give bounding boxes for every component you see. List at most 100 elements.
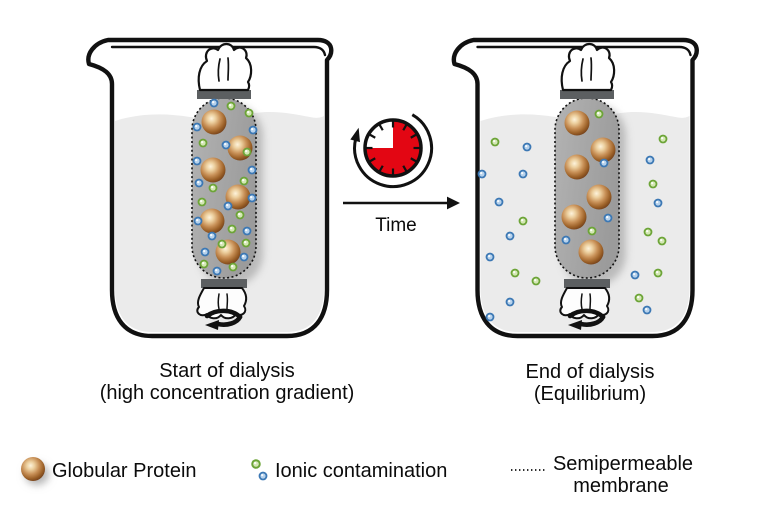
ion-green: [226, 101, 236, 111]
protein-sphere: [225, 184, 251, 210]
protein-sphere: [578, 239, 604, 265]
ion-green: [198, 138, 208, 148]
time-label: Time: [375, 215, 417, 236]
ion-blue: [192, 156, 202, 166]
timer-tick: [369, 157, 376, 163]
ion-green: [531, 276, 541, 286]
ion-blue: [192, 122, 202, 132]
ion-green: [208, 183, 218, 193]
timer-tick: [369, 133, 376, 139]
ion-blue: [247, 165, 257, 175]
ion-blue: [247, 193, 257, 203]
time-arrowhead: [447, 196, 460, 210]
protein-sphere: [590, 137, 616, 163]
left-caption-line1: Start of dialysis: [159, 360, 295, 382]
timer-tick: [402, 165, 408, 172]
ion-green: [228, 262, 238, 272]
timer-tick: [410, 133, 417, 139]
ion-blue: [212, 266, 222, 276]
ion-green: [227, 224, 237, 234]
timer-tick: [378, 124, 384, 131]
ion-green: [490, 137, 500, 147]
ion-green: [242, 147, 252, 157]
ion-green: [658, 134, 668, 144]
protein-sphere: [561, 204, 587, 230]
timer-tick: [378, 165, 384, 172]
protein-sphere: [586, 184, 612, 210]
ion-blue: [518, 169, 528, 179]
left-caption-line2: (high concentration gradient): [100, 382, 355, 404]
ion-green: [217, 239, 227, 249]
protein-sphere: [201, 109, 227, 135]
ion-green: [518, 216, 528, 226]
timer-elapsed-sector: [365, 120, 421, 176]
ion-blue: [221, 140, 231, 150]
ion-green: [235, 210, 245, 220]
protein-sphere: [564, 110, 590, 136]
ion-green: [643, 227, 653, 237]
ion-blue: [642, 305, 652, 315]
protein-sphere: [200, 157, 226, 183]
ion-green: [648, 179, 658, 189]
ion-green: [241, 238, 251, 248]
ion-blue: [239, 252, 249, 262]
ion-blue: [494, 197, 504, 207]
protein-sphere: [199, 208, 225, 234]
ion-green: [657, 236, 667, 246]
right-water-ion-layer: [477, 134, 668, 322]
ion-blue: [194, 178, 204, 188]
ion-blue: [561, 235, 571, 245]
legend-ion-green-icon: [251, 459, 261, 469]
ion-blue: [242, 226, 252, 236]
legend-protein-label: Globular Protein: [52, 460, 197, 482]
ion-green: [199, 259, 209, 269]
timer-tick: [410, 157, 417, 163]
legend-membrane-label-line1: Semipermeable: [553, 453, 693, 475]
timer-ticks: [366, 121, 420, 175]
timer-rim: [363, 118, 423, 178]
right-bag-ion-layer: [561, 109, 613, 245]
right-protein-layer: [561, 110, 616, 265]
right-caption-line1: End of dialysis: [526, 361, 655, 383]
ion-blue: [630, 270, 640, 280]
ion-blue: [248, 125, 258, 135]
legend-ion-label: Ionic contamination: [275, 460, 447, 482]
ion-blue: [223, 201, 233, 211]
ion-green: [594, 109, 604, 119]
ion-blue: [209, 98, 219, 108]
timer-rotation-arc: [353, 113, 434, 189]
ion-blue: [477, 169, 487, 179]
ion-blue: [207, 231, 217, 241]
ion-green: [510, 268, 520, 278]
ion-blue: [603, 213, 613, 223]
ion-green: [634, 293, 644, 303]
ion-green: [244, 108, 254, 118]
ion-green: [197, 197, 207, 207]
ion-blue: [522, 142, 532, 152]
time-arrow: [343, 196, 460, 210]
ion-green: [587, 226, 597, 236]
ion-blue: [200, 247, 210, 257]
ion-green: [251, 459, 261, 469]
ion-blue: [485, 312, 495, 322]
legend-ion-blue-icon: [258, 471, 268, 481]
ion-blue: [193, 216, 203, 226]
right-caption-line2: (Equilibrium): [534, 383, 646, 405]
legend: Globular Protein Ionic contamination Sem…: [21, 453, 693, 497]
left-bag-ion-layer: [192, 98, 258, 276]
ion-blue: [485, 252, 495, 262]
ion-green: [653, 268, 663, 278]
ion-blue: [505, 297, 515, 307]
legend-protein-icon: [21, 457, 45, 481]
ion-green: [239, 176, 249, 186]
timer-icon: [350, 113, 434, 189]
ion-blue: [599, 158, 609, 168]
timer-tick: [402, 124, 408, 131]
ion-blue: [505, 231, 515, 241]
legend-membrane-label-line2: membrane: [573, 475, 669, 497]
ion-blue: [645, 155, 655, 165]
protein-sphere: [564, 154, 590, 180]
ion-blue: [653, 198, 663, 208]
timer-rotation-arrowhead: [350, 127, 360, 143]
